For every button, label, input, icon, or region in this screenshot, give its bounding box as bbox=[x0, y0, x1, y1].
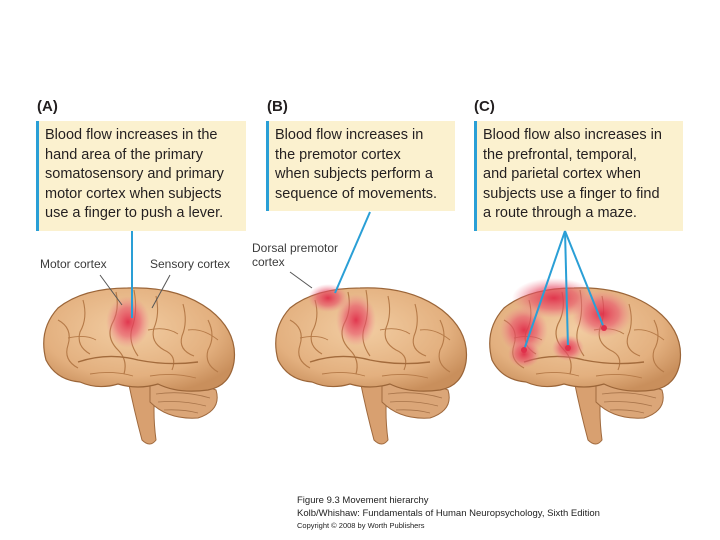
leader-dorsal-premotor bbox=[289, 271, 313, 289]
activation-c-temporal bbox=[508, 340, 540, 368]
leader-motor-cortex bbox=[99, 274, 123, 306]
figure-caption: Figure 9.3 Movement hierarchy bbox=[297, 495, 429, 506]
panel-a-letter: (A) bbox=[37, 98, 58, 115]
book-credit: Kolb/Whishaw: Fundamentals of Human Neur… bbox=[297, 508, 600, 519]
panel-c-caption: Blood flow also increases in the prefron… bbox=[474, 121, 683, 231]
activation-a-hand-area bbox=[106, 296, 150, 348]
leader-b bbox=[334, 211, 371, 294]
label-dorsal-premotor-cortex: Dorsal premotor cortex bbox=[252, 241, 339, 269]
leader-c-1 bbox=[523, 230, 566, 351]
brain-b bbox=[275, 284, 468, 445]
activation-c-parietal bbox=[572, 290, 632, 338]
activation-b-premotor bbox=[336, 294, 376, 346]
brain-a bbox=[43, 287, 236, 445]
panel-c-letter: (C) bbox=[474, 98, 495, 115]
leader-c-3 bbox=[564, 230, 605, 329]
leader-c-2 bbox=[564, 230, 569, 349]
activation-b-dorsal-premotor bbox=[308, 284, 348, 312]
panel-b-caption: Blood flow increases in the premotor cor… bbox=[266, 121, 455, 211]
panel-b-letter: (B) bbox=[267, 98, 288, 115]
label-sensory-cortex: Sensory cortex bbox=[150, 257, 231, 271]
panel-a-caption: Blood flow increases in the hand area of… bbox=[36, 121, 246, 231]
label-motor-cortex: Motor cortex bbox=[40, 257, 107, 271]
leader-sensory-cortex bbox=[151, 274, 171, 309]
brain-c bbox=[489, 278, 682, 445]
copyright-notice: Copyright © 2008 by Worth Publishers bbox=[297, 521, 425, 530]
